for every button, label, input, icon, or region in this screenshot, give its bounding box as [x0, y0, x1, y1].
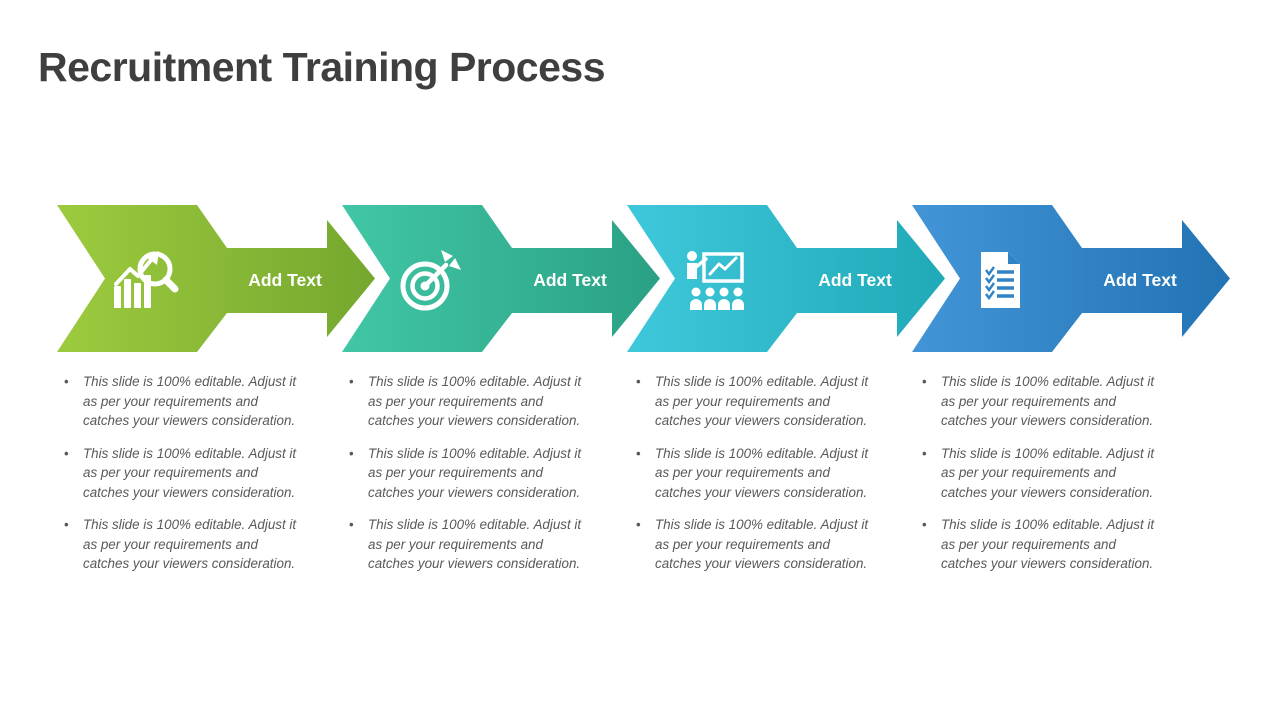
step-3-bullet-list: This slide is 100% editable. Adjust it a… [634, 372, 872, 587]
bullet-item: This slide is 100% editable. Adjust it a… [347, 444, 583, 503]
checklist-document-icon [981, 252, 1020, 308]
target-icon [400, 250, 461, 311]
bullet-item: This slide is 100% editable. Adjust it a… [62, 372, 298, 431]
step-1-bullet-list: This slide is 100% editable. Adjust it a… [62, 372, 300, 587]
step-3-arrow-shape[interactable] [627, 205, 945, 352]
process-step-3: Add Text [627, 205, 945, 352]
step-4-label[interactable]: Add Text [1103, 270, 1177, 290]
bullet-item: This slide is 100% editable. Adjust it a… [347, 372, 583, 431]
bullet-item: This slide is 100% editable. Adjust it a… [634, 444, 870, 503]
step-2-bullet-list: This slide is 100% editable. Adjust it a… [347, 372, 585, 587]
analytics-search-icon [114, 251, 179, 308]
process-step-2: Add Text [342, 205, 660, 352]
step-1-label[interactable]: Add Text [248, 270, 322, 290]
process-step-1: Add Text [57, 205, 375, 352]
step-4-bullet-list: This slide is 100% editable. Adjust it a… [920, 372, 1158, 587]
step-4-arrow-shape[interactable] [912, 205, 1230, 352]
process-step-4: Add Text [912, 205, 1230, 352]
step-2-arrow-shape[interactable] [342, 205, 660, 352]
bullet-item: This slide is 100% editable. Adjust it a… [634, 372, 870, 431]
slide-title: Recruitment Training Process [38, 44, 606, 90]
bullet-item: This slide is 100% editable. Adjust it a… [62, 515, 298, 574]
step-3-label[interactable]: Add Text [818, 270, 892, 290]
bullet-item: This slide is 100% editable. Adjust it a… [634, 515, 870, 574]
bullet-item: This slide is 100% editable. Adjust it a… [920, 515, 1156, 574]
step-1-arrow-shape[interactable] [57, 205, 375, 352]
bullet-item: This slide is 100% editable. Adjust it a… [920, 372, 1156, 431]
bullet-item: This slide is 100% editable. Adjust it a… [62, 444, 298, 503]
training-presentation-icon [687, 251, 744, 310]
bullet-item: This slide is 100% editable. Adjust it a… [347, 515, 583, 574]
step-2-label[interactable]: Add Text [533, 270, 607, 290]
bullet-item: This slide is 100% editable. Adjust it a… [920, 444, 1156, 503]
